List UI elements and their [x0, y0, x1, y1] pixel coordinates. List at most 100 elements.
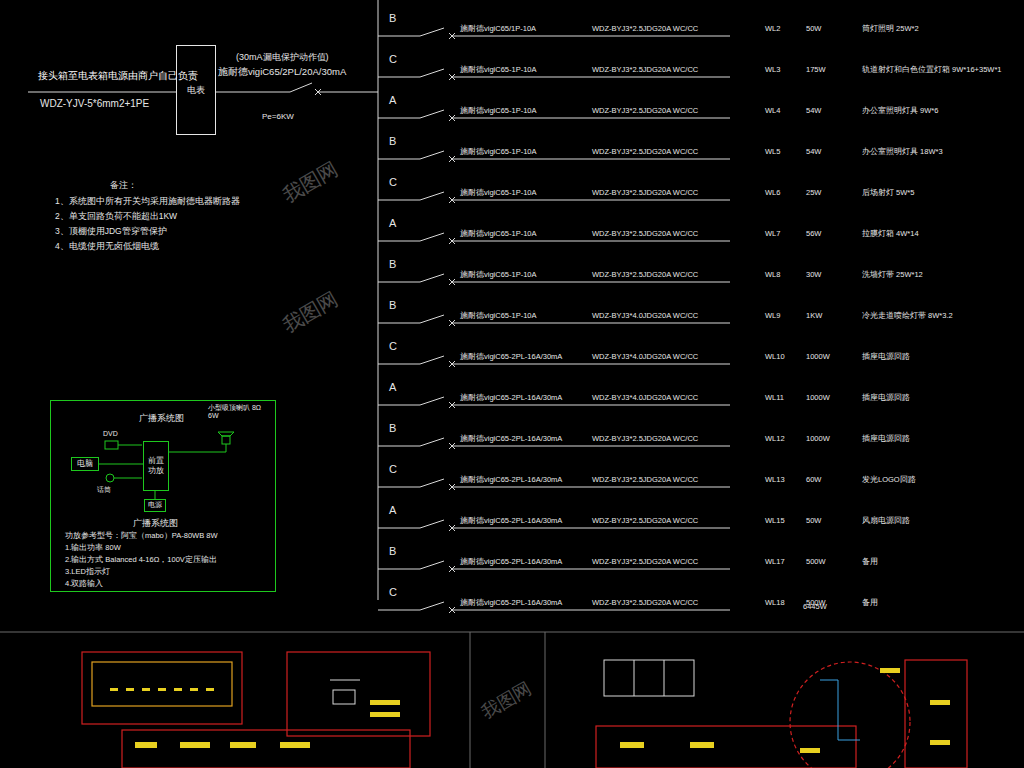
breaker-spec: 施耐德vigiC65-1P-10A [460, 147, 537, 156]
frame-title: 广播系统图 [133, 518, 178, 528]
wire [452, 282, 730, 283]
speaker-symbol [218, 432, 234, 436]
section-line [820, 680, 860, 740]
breaker-symbol [420, 561, 444, 569]
sheet-divider [470, 632, 471, 768]
circuit-number: WL3 [765, 65, 780, 74]
wire [378, 282, 420, 283]
device-label: DVD [103, 430, 118, 438]
load-value: 500W [806, 557, 826, 566]
busbar [378, 0, 379, 600]
breaker-spec: 施耐德vigiC65/2PL/20A/30mA [218, 66, 346, 77]
watermark: 我图网 [278, 157, 342, 208]
breaker-symbol [420, 69, 444, 77]
wire [378, 487, 420, 488]
spec-text: 4.双路输入 [65, 579, 103, 588]
breaker-symbol [420, 397, 444, 405]
breaker-symbol [420, 151, 444, 159]
phase-letter: B [389, 135, 396, 148]
wire [378, 364, 420, 365]
load-value: 175W [806, 65, 826, 74]
spec-text: 功放参考型号：阿宝（mabo）PA-80WB 8W [65, 531, 217, 540]
phase-letter: A [389, 217, 396, 230]
circuit-number: WL15 [765, 516, 785, 525]
cable-spec: WDZ-BYJ3*2.5JDG20A WC/CC [592, 516, 698, 525]
box-text: 电脑 [77, 459, 93, 469]
circuit-description: 冷光走道喷绘灯带 8W*3.2 [862, 311, 953, 320]
circuit-number: WL17 [765, 557, 785, 566]
circuit-description: 后场射灯 5W*5 [862, 188, 914, 197]
wire [452, 241, 730, 242]
breaker-symbol [420, 479, 444, 487]
phase-letter: C [389, 340, 397, 353]
phase-letter: B [389, 422, 396, 435]
wire [452, 200, 730, 201]
cable-spec: WDZ-YJV-5*6mm2+1PE [40, 98, 149, 110]
phase-letter: B [389, 258, 396, 271]
load-value: 1KW [806, 311, 822, 320]
cable-spec: WDZ-BYJ3*4.0JDG20A WC/CC [592, 352, 698, 361]
panel-divider [664, 660, 665, 696]
spec-text: 1.输出功率 80W [65, 543, 121, 552]
phase-letter: B [389, 12, 396, 25]
wire [452, 364, 730, 365]
wire [378, 118, 420, 119]
breaker-spec: 施耐德vigiC65-2PL-16A/30mA [460, 393, 562, 402]
panel-divider [634, 660, 635, 696]
breaker-spec: 施耐德vigiC65-2PL-16A/30mA [460, 557, 562, 566]
cable-spec: WDZ-BYJ3*2.5JDG20A WC/CC [592, 147, 698, 156]
wire [378, 36, 420, 37]
load-value: 54W [806, 147, 821, 156]
wire [378, 610, 420, 611]
watermark: 我图网 [278, 287, 342, 338]
signal-wire [118, 445, 142, 446]
breaker-symbol [420, 274, 444, 282]
wire [378, 528, 420, 529]
note-text: 1、系统图中所有开关均采用施耐德电器断路器 [55, 196, 240, 206]
breaker-spec: 施耐德vigiC65-1P-10A [460, 106, 537, 115]
dvd-symbol [105, 441, 118, 449]
circuit-number: WL11 [765, 393, 784, 402]
power-box: 电源 [144, 499, 166, 512]
circuit-description: 备用 [862, 557, 878, 566]
wire [318, 92, 378, 93]
microphone-symbol [106, 474, 114, 482]
wire [452, 36, 730, 37]
circuit-number: WL10 [765, 352, 785, 361]
cable-spec: WDZ-BYJ3*2.5JDG20A WC/CC [592, 188, 698, 197]
breaker-spec: 施耐德vigiC65-2PL-16A/30mA [460, 475, 562, 484]
system-frame: 广播系统图广播系统图功放参考型号：阿宝（mabo）PA-80WB 8W1.输出功… [50, 400, 276, 592]
circuit-description: 筒灯照明 25W*2 [862, 24, 919, 33]
circuit-description: 拉膜灯箱 4W*14 [862, 229, 919, 238]
circuit-description: 办公室照明灯具 9W*6 [862, 106, 938, 115]
breaker-symbol [420, 315, 444, 323]
circuit-number: WL5 [765, 147, 780, 156]
detail-circle [790, 662, 910, 768]
incoming-cable [28, 92, 176, 93]
wire [378, 241, 420, 242]
breaker-symbol [290, 83, 312, 92]
cable-spec: WDZ-BYJ3*2.5JDG20A WC/CC [592, 475, 698, 484]
wire [216, 92, 290, 93]
breaker-note: (30mA漏电保护动作值) [236, 52, 329, 63]
device-box: 电脑 [71, 457, 99, 471]
breaker-symbol [420, 192, 444, 200]
circuit-description: 洗墙灯带 25W*12 [862, 270, 923, 279]
wire [378, 200, 420, 201]
note-text: 接头箱至电表箱电源由商户自己负责 [38, 70, 198, 81]
phase-letter: A [389, 94, 396, 107]
circuit-number: WL9 [765, 311, 780, 320]
breaker-symbol [420, 110, 444, 118]
breaker-symbol [420, 233, 444, 241]
breaker-spec: 施耐德vigiC65-1P-10A [460, 229, 537, 238]
speaker-wire [168, 444, 226, 452]
phase-letter: A [389, 504, 396, 517]
signal-wire [114, 478, 142, 479]
wire [452, 487, 730, 488]
cable-spec: WDZ-BYJ3*2.5JDG20A WC/CC [592, 557, 698, 566]
breaker-symbol [420, 28, 444, 36]
spec-text: 3.LED指示灯 [65, 567, 110, 576]
